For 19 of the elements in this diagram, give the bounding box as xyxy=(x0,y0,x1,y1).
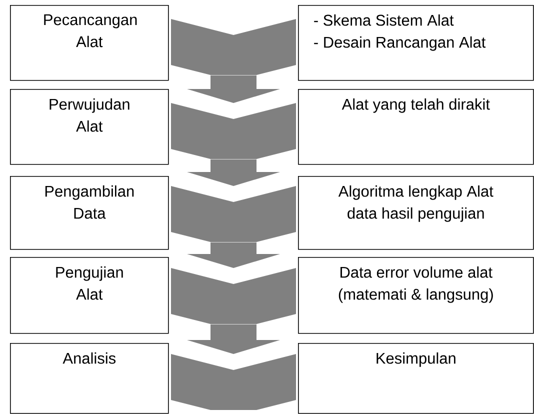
process-box: Perwujudan Alat xyxy=(10,89,169,165)
arrow xyxy=(187,75,280,103)
arrow xyxy=(187,324,280,354)
chevron-shape xyxy=(171,103,296,159)
process-box: Analisis xyxy=(10,343,169,414)
chevron-shape xyxy=(171,268,296,324)
process-box: Pecancangan Alat xyxy=(10,5,169,81)
output-box: Alat yang telah dirakit xyxy=(298,89,534,165)
chevron-shape xyxy=(171,354,296,410)
process-box: Pengujian Alat xyxy=(10,257,169,334)
process-box: Pengambilan Data xyxy=(10,176,169,250)
output-box: Data error volume alat (matemati & langsung) xyxy=(298,257,534,334)
output-box: Kesimpulan xyxy=(298,343,534,414)
arrow xyxy=(187,242,280,268)
arrow xyxy=(187,159,280,186)
output-box: - Skema Sistem Alat - Desain Rancangan Alat xyxy=(298,5,534,81)
chevron-shape xyxy=(171,186,296,242)
chevron-shape xyxy=(171,19,296,75)
output-box: Algoritma lengkap Alat data hasil pengujian xyxy=(298,176,534,250)
